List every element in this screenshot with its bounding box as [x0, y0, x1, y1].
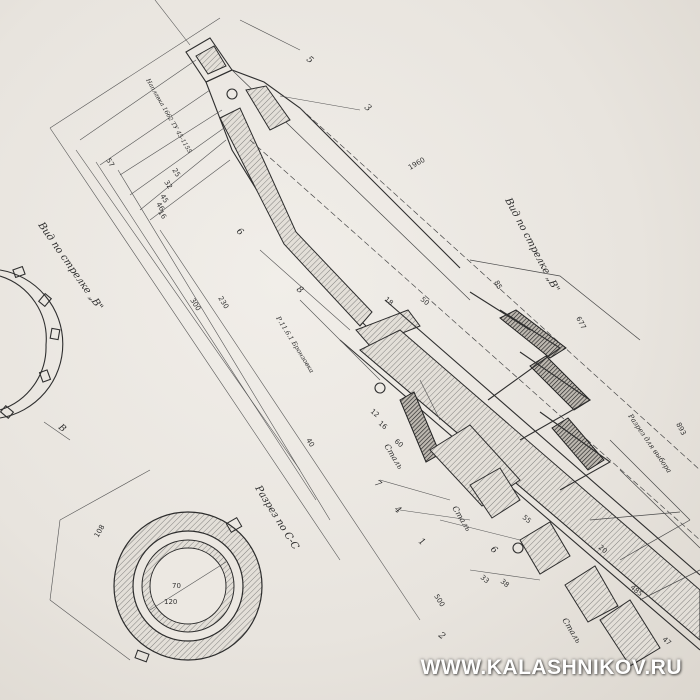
- spec-note-label: Наплавка 1662 ТУ 45-1155: [144, 77, 193, 155]
- dim-85: 85: [492, 279, 503, 291]
- arrow-b-label: В: [55, 422, 68, 435]
- view-b-left-label: Вид по стрелке „В": [35, 220, 105, 313]
- main-part-outline: [185, 37, 700, 667]
- callout-2: 2: [435, 630, 447, 642]
- dim-38: 38: [499, 577, 511, 589]
- callout-4: 4: [391, 504, 403, 516]
- dim-45: 45: [158, 193, 170, 205]
- callout-8: 8: [294, 285, 305, 297]
- dim-18: 18: [383, 295, 395, 307]
- dim-57: 57: [104, 157, 116, 169]
- fin-brackets: [469, 259, 700, 601]
- callout-3: 3: [362, 103, 373, 115]
- dimension-lines: [49, 0, 541, 621]
- callout-material-label: Р.11.6.1 Бронзовка: [274, 314, 316, 375]
- dim-46: 46: [154, 201, 166, 213]
- callout-6a: 6: [234, 227, 245, 239]
- dim-230: 230: [216, 295, 230, 311]
- dim-60: 60: [393, 437, 405, 449]
- callout-1: 1: [416, 537, 427, 548]
- left-gear-view: [0, 265, 71, 441]
- dim-893: 893: [674, 421, 687, 437]
- site-watermark: WWW.KALASHNIKOV.RU: [420, 656, 682, 679]
- callout-6b: 6: [488, 545, 499, 557]
- stal-label-2: Сталь: [450, 504, 472, 532]
- stal-label-3: Сталь: [560, 616, 582, 644]
- callout-7: 7: [372, 479, 383, 491]
- dim-47: 47: [661, 635, 673, 647]
- dim-50: 50: [419, 295, 431, 307]
- dim-120: 120: [164, 598, 177, 606]
- dim-500: 500: [432, 593, 446, 609]
- dim-16b: 16: [377, 419, 389, 431]
- dim-33: 33: [479, 573, 491, 585]
- dim-108: 108: [93, 523, 107, 539]
- dim-40: 40: [304, 437, 316, 449]
- section-cc-ring: [49, 469, 263, 663]
- dim-12: 12: [369, 407, 381, 419]
- dim-1960: 1960: [407, 156, 426, 172]
- dim-16: 16: [156, 209, 168, 221]
- dim-55: 55: [521, 513, 533, 525]
- view-b-right-label: Вид по стрелке „В": [502, 195, 561, 294]
- dim-20: 20: [597, 543, 609, 555]
- callout-5: 5: [304, 55, 315, 67]
- dim-32: 32: [162, 179, 174, 191]
- dim-70: 70: [172, 582, 181, 590]
- dim-25: 25: [170, 167, 182, 179]
- dim-677: 677: [574, 315, 587, 331]
- slot-note-label: Разрез для выбора: [626, 412, 673, 475]
- dim-300: 300: [188, 297, 202, 313]
- section-cc-label: Разрез по С-С: [252, 483, 301, 552]
